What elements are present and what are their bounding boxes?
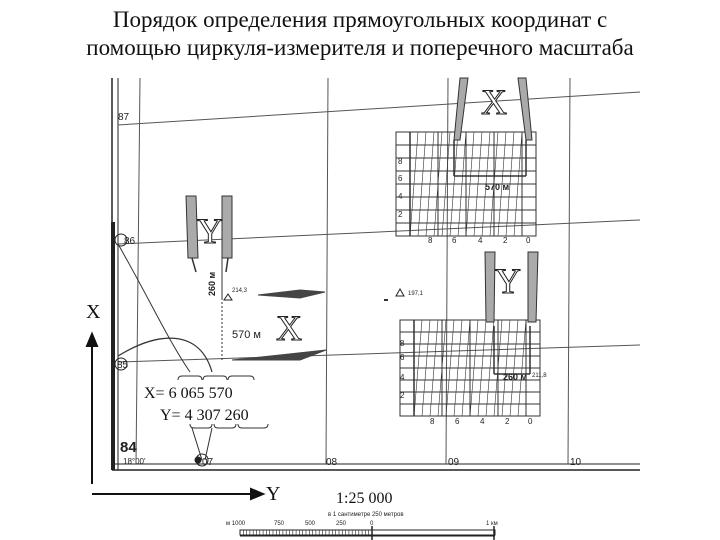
divider-left: [185, 195, 233, 273]
measure-260-bottom: 260 м: [503, 372, 528, 382]
title-line-2: помощью циркуля-измерителя и поперечного…: [86, 35, 634, 60]
marker-y-right: Y: [495, 261, 521, 301]
axis-markers: X Y X Y: [197, 82, 522, 349]
scale-tick-label: 500: [305, 521, 316, 527]
scale-col-label: 4: [478, 236, 483, 245]
marker-x-mid: X: [276, 308, 302, 348]
scale-row-label: 8: [398, 157, 403, 166]
axis-label-y: Y: [266, 483, 280, 505]
transverse-scale-top: [395, 131, 537, 237]
elevation-197: 197,1: [408, 291, 424, 297]
grid-label-09: 09: [448, 457, 460, 468]
grid-label-86: 86: [124, 236, 136, 247]
scale-col-label: 2: [505, 417, 510, 426]
scale-col-label: 4: [480, 417, 485, 426]
grid-circles: [114, 233, 209, 467]
grid-label-08: 08: [326, 457, 338, 468]
title-line-1: Порядок определения прямоугольных коорди…: [112, 7, 608, 32]
scale-row-label: 2: [400, 391, 405, 400]
measurement-lines: [117, 243, 388, 373]
transverse-scale-bottom-labels: 8 6 4 2 8 6 4 2 0 260 м 211,8: [400, 339, 547, 426]
scale-row-label: 6: [398, 174, 403, 183]
measure-570-top: 570 м: [485, 182, 510, 192]
map-labels: 260 м 570 м 214,3 197,1: [207, 271, 424, 341]
scale-tick-label: 0: [370, 521, 374, 527]
triangulation-point-icon: [223, 293, 233, 301]
scale-minor-ticks: [239, 530, 373, 535]
divider-right: [484, 251, 539, 323]
km-grid: [117, 77, 641, 465]
divider-top: [453, 77, 533, 141]
grid-label-87: 87: [118, 112, 130, 123]
grid-label-18: 18°00': [123, 457, 146, 466]
scale-row-label: 6: [400, 353, 405, 362]
scale-tick-label: м 1000: [226, 521, 246, 527]
elevation-214: 214,3: [232, 288, 248, 294]
scale-bar: [239, 526, 496, 540]
scale-col-label: 6: [455, 417, 460, 426]
page-title: Порядок определения прямоугольных коорди…: [0, 6, 720, 62]
scale-col-label: 6: [452, 236, 457, 245]
axes: [85, 331, 266, 501]
map-frame: [111, 78, 640, 471]
transverse-scale-top-labels: 8 6 4 2 8 6 4 2 0 570 м: [398, 157, 531, 245]
coordinate-brackets: [177, 375, 269, 461]
scale-row-label: 4: [398, 192, 403, 201]
triangulation-point-icon: [395, 287, 405, 297]
grid-label-10: 10: [570, 457, 582, 468]
measure-570-mid: 570 м: [232, 329, 261, 341]
grid-label-85: 85: [117, 360, 129, 371]
coordinate-result: X= 6 065 570 Y= 4 307 260: [144, 385, 249, 424]
scale-tick-labels: м 1000 750 500 250 0 1 км: [226, 521, 498, 527]
transverse-scale-bottom: [399, 319, 541, 417]
scale-col-label: 8: [428, 236, 433, 245]
scale-row-label: 4: [400, 373, 405, 382]
scale-col-label: 2: [503, 236, 508, 245]
scale-ratio: 1:25 000: [336, 490, 392, 507]
measure-260-vertical: 260 м: [207, 271, 217, 296]
scale-col-label: 0: [528, 417, 533, 426]
scale-caption: в 1 сантиметре 250 метров: [328, 512, 404, 518]
scale-row-label: 8: [400, 339, 405, 348]
scale-tick-label: 750: [274, 521, 285, 527]
scale-col-label: 8: [430, 417, 435, 426]
grid-label-84: 84: [120, 439, 137, 456]
scale-row-label: 2: [398, 210, 403, 219]
axis-label-x: X: [86, 301, 101, 323]
coordinate-x: X= 6 065 570: [144, 385, 233, 402]
scale-tick-label: 1 км: [486, 521, 498, 527]
coordinate-y: Y= 4 307 260: [160, 407, 249, 424]
elevation-211: 211,8: [532, 373, 547, 379]
scale-tick-label: 250: [336, 521, 347, 527]
marker-y-left: Y: [197, 211, 223, 251]
marker-x-top: X: [481, 82, 507, 122]
scale-col-label: 0: [526, 236, 531, 245]
